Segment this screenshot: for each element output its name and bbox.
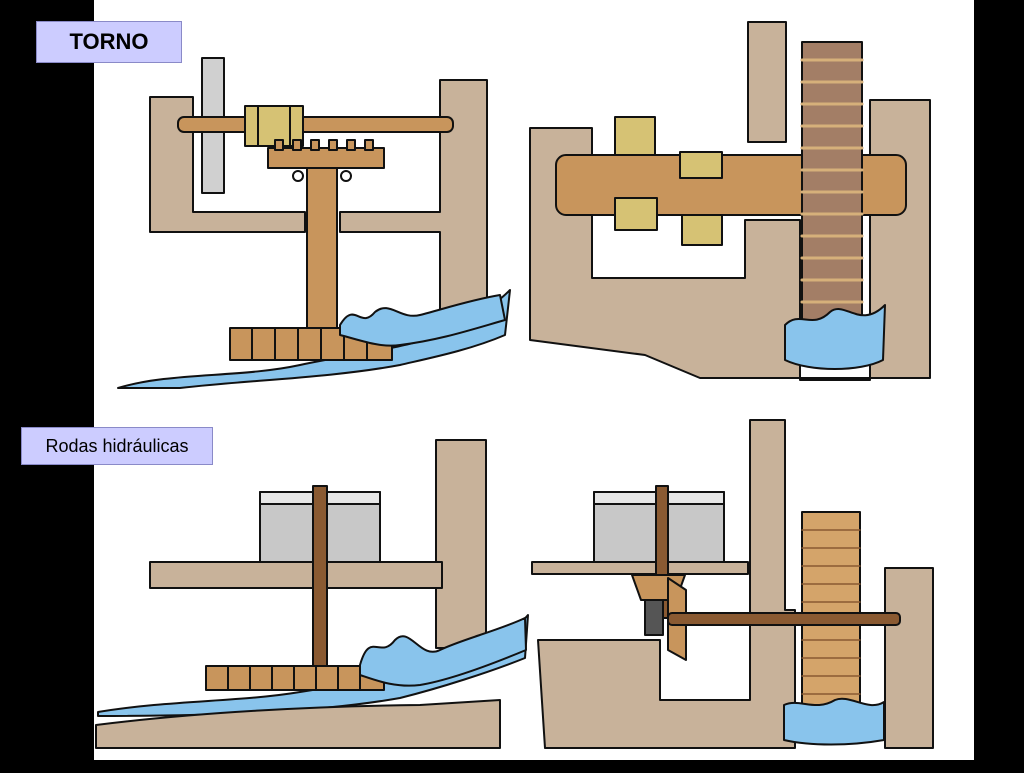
floor-beam bbox=[149, 561, 443, 589]
ladder-rungs bbox=[800, 58, 864, 304]
bearing bbox=[340, 170, 352, 182]
water-splash bbox=[359, 617, 527, 687]
gear-teeth bbox=[274, 139, 374, 151]
slide-title: TORNO bbox=[36, 21, 182, 63]
water-splash bbox=[339, 294, 506, 347]
gear-hub bbox=[644, 599, 664, 636]
gear-block bbox=[679, 151, 723, 179]
stone-wall bbox=[537, 419, 796, 749]
panel-horizontal-mill-side bbox=[95, 439, 529, 749]
panel-vertical-mill-front bbox=[529, 21, 931, 381]
water-wheel-ladder bbox=[801, 41, 863, 333]
panel-horizontal-mill-front bbox=[117, 57, 511, 389]
foreground-ground bbox=[95, 699, 501, 749]
vertical-shaft bbox=[306, 167, 338, 334]
ladder-rungs bbox=[801, 529, 861, 695]
stone-wall bbox=[529, 99, 931, 381]
floor-beam bbox=[531, 561, 749, 575]
stone-pillar bbox=[435, 439, 487, 649]
bearing bbox=[292, 170, 304, 182]
panel-vertical-mill-side bbox=[531, 419, 934, 749]
stone-pillar bbox=[884, 567, 934, 749]
horizontal-axle bbox=[177, 116, 454, 133]
horizontal-axle bbox=[667, 612, 901, 626]
upper-millstone bbox=[614, 116, 656, 162]
slide-subtitle: Rodas hidráulicas bbox=[21, 427, 213, 465]
water-pool bbox=[783, 697, 885, 746]
stone-pillar bbox=[747, 21, 787, 143]
water-pool bbox=[784, 304, 886, 370]
vertical-shaft bbox=[312, 485, 328, 671]
gear-block bbox=[614, 197, 658, 231]
